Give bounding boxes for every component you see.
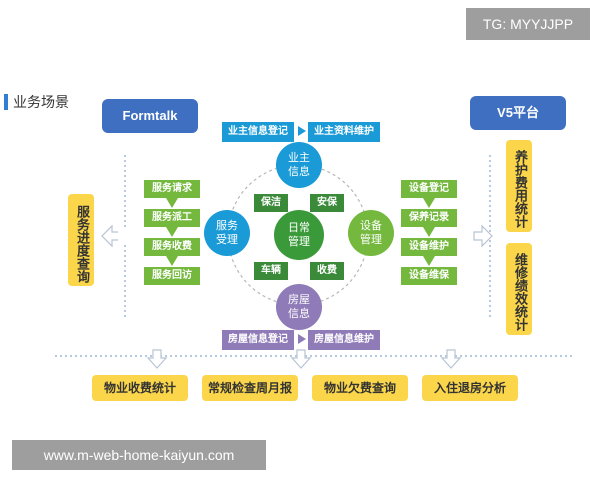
daily-management-circle: 日常管理 — [274, 210, 324, 260]
owner-info-register-tag: 业主信息登记 — [222, 122, 294, 142]
service-accept-label: 服务受理 — [216, 219, 238, 246]
device-step-register: 设备登记 — [401, 180, 457, 198]
service-step-request: 服务请求 — [144, 180, 200, 198]
report-fee-stats: 物业收费统计 — [92, 375, 188, 401]
owner-info-circle: 业主信息 — [276, 142, 322, 188]
daily-tag-vehicle: 车辆 — [254, 262, 288, 280]
daily-tag-fee: 收费 — [310, 262, 344, 280]
house-info-maintain-tag: 房屋信息维护 — [308, 330, 380, 350]
owner-data-maintain-tag: 业主资料维护 — [308, 122, 380, 142]
section-title: 业务场景 — [13, 95, 69, 111]
report-checkin-checkout: 入住退房分析 — [422, 375, 518, 401]
service-step-charge: 服务收费 — [144, 238, 200, 256]
owner-info-label: 业主信息 — [288, 151, 310, 178]
watermark-bottom: www.m-web-home-kaiyun.com — [12, 440, 266, 470]
service-progress-query: 服务进度查询 — [68, 194, 94, 286]
daily-management-label: 日常管理 — [288, 221, 310, 248]
service-accept-circle: 服务受理 — [204, 210, 250, 256]
v5-platform-system: V5平台 — [470, 96, 566, 130]
service-step-dispatch: 服务派工 — [144, 209, 200, 227]
house-info-register-tag: 房屋信息登记 — [222, 330, 294, 350]
repair-performance-stats: 维修绩效统计 — [506, 243, 532, 335]
formtalk-system: Formtalk — [102, 99, 198, 133]
section-title-bar — [4, 94, 8, 110]
device-management-circle: 设备管理 — [348, 210, 394, 256]
daily-tag-security: 安保 — [310, 194, 344, 212]
device-management-label: 设备管理 — [360, 219, 382, 246]
service-step-revisit: 服务回访 — [144, 267, 200, 285]
device-step-warranty: 设备维保 — [401, 267, 457, 285]
device-step-upkeep-record: 保养记录 — [401, 209, 457, 227]
report-routine-inspection: 常规检查周月报 — [202, 375, 298, 401]
report-arrears-query: 物业欠费查询 — [312, 375, 408, 401]
device-step-maintain: 设备维护 — [401, 238, 457, 256]
watermark-top: TG: MYYJJPP — [466, 8, 590, 40]
house-info-label: 房屋信息 — [288, 293, 310, 320]
maintenance-cost-stats: 养护费用统计 — [506, 140, 532, 232]
daily-tag-cleaning: 保洁 — [254, 194, 288, 212]
house-info-circle: 房屋信息 — [276, 284, 322, 330]
